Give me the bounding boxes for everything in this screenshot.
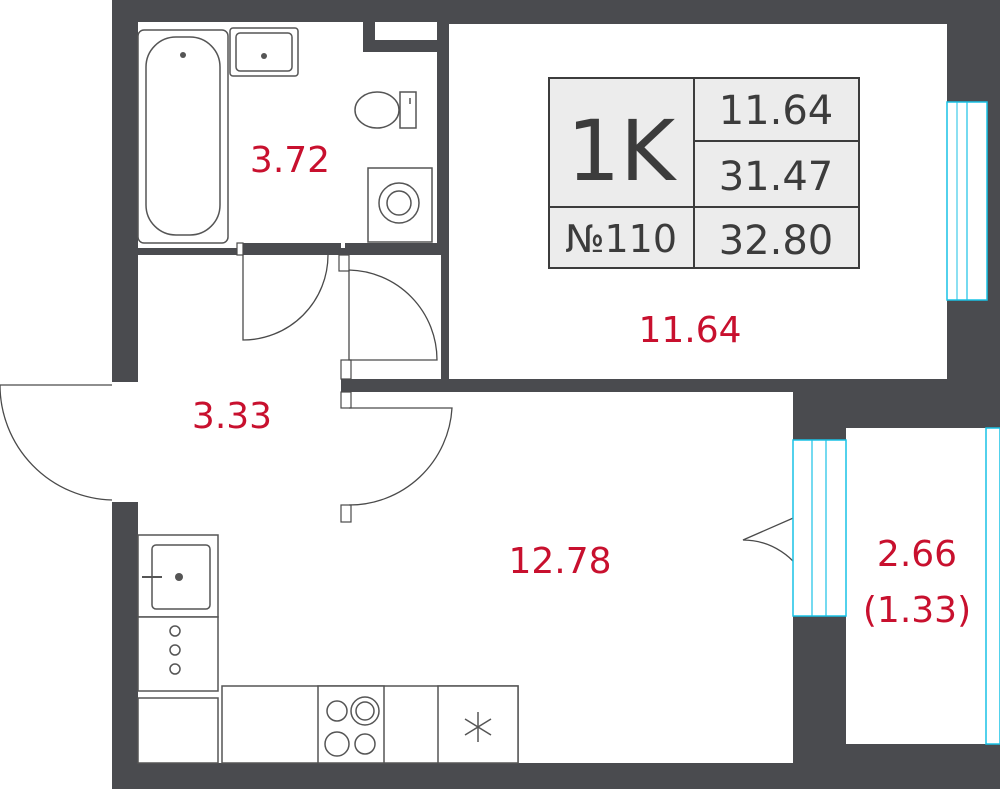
rooms-floor — [138, 22, 986, 763]
living-total-area: 31.47 — [719, 154, 834, 200]
gas-valves-icon — [137, 616, 219, 692]
apartment-type: 1K — [567, 102, 677, 200]
kitchen-sink-icon — [137, 534, 219, 618]
partitions — [112, 22, 1000, 789]
door-jambs — [236, 242, 352, 523]
balcony-glazing — [985, 427, 1000, 745]
living-area: 11.64 — [719, 88, 834, 134]
apartment-info-box: 1K №110 11.64 31.47 32.80 — [548, 77, 860, 269]
hallway-area: 3.33 — [192, 396, 272, 437]
cabinet — [137, 697, 219, 764]
toilet-icon — [354, 91, 417, 129]
bedroom-area: 11.64 — [638, 310, 741, 351]
balcony-area: 2.66 — [877, 534, 957, 575]
bathtub-icon — [137, 29, 229, 244]
cooktop-icon — [317, 685, 385, 764]
kitchen-living-area: 12.78 — [508, 541, 611, 582]
apartment-number: №110 — [565, 217, 677, 261]
windows — [792, 101, 1000, 745]
snowflake-icon — [437, 685, 519, 764]
washing-machine-icon — [367, 167, 433, 243]
sink-icon — [229, 27, 299, 77]
balcony-door-window — [792, 439, 847, 617]
bathroom-area: 3.72 — [250, 140, 330, 181]
entrance-opening — [0, 382, 138, 502]
total-area: 32.80 — [719, 218, 834, 264]
balcony-reduced-area: (1.33) — [863, 590, 971, 631]
